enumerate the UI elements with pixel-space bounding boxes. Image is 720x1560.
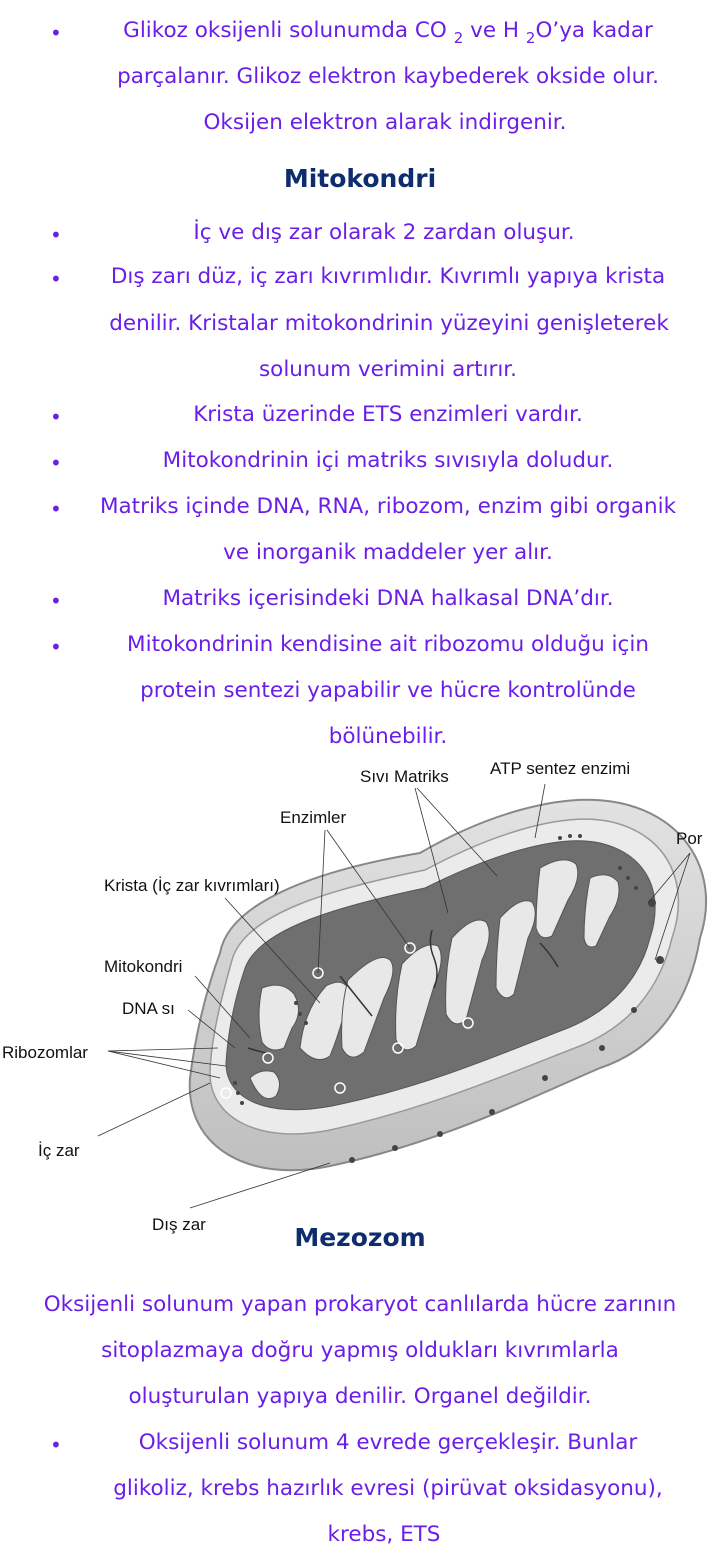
bullet-marker: •	[50, 1433, 62, 1457]
mitochondrion-body	[188, 798, 708, 1172]
paragraph-line: sitoplazmaya doğru yapmış oldukları kıvr…	[101, 1338, 619, 1363]
bullet-marker: •	[50, 451, 62, 475]
label-dis-zar: Dış zar	[152, 1215, 206, 1234]
bullet-line: Matriks içinde DNA, RNA, ribozom, enzim …	[99, 494, 677, 519]
bullet-line: glikoliz, krebs hazırlık evresi (pirüvat…	[113, 1476, 663, 1501]
bullet-line: bölünebilir.	[328, 724, 448, 749]
label-ribozomlar: Ribozomlar	[2, 1043, 88, 1062]
heading-mezozom: Mezozom	[294, 1223, 426, 1252]
bullet-line: Krista üzerinde ETS enzimleri vardır.	[193, 402, 583, 427]
intro-line-1: Glikoz oksijenli solunumda CO 2 ve H 2O’…	[123, 18, 653, 47]
label-krista: Krista (İç zar kıvrımları)	[104, 876, 280, 895]
label-mitokondri: Mitokondri	[104, 957, 182, 976]
bullet-line: krebs, ETS	[327, 1522, 441, 1547]
bullet-marker: •	[50, 589, 62, 613]
label-sivi-matriks: Sıvı Matriks	[360, 767, 449, 786]
bullet-line: ve inorganik maddeler yer alır.	[223, 540, 553, 565]
paragraph-line: Oksijenli solunum yapan prokaryot canlıl…	[43, 1292, 677, 1317]
label-dna: DNA sı	[122, 999, 175, 1018]
bullet-line: İç ve dış zar olarak 2 zardan oluşur.	[193, 220, 575, 245]
bullet-line: Oksijenli solunum 4 evrede gerçekleşir. …	[138, 1430, 638, 1455]
intro-line-3: Oksijen elektron alarak indirgenir.	[203, 110, 567, 135]
bullet-marker: •	[50, 635, 62, 659]
leader-lines	[97, 783, 691, 1209]
mitochondrion-diagram: Sıvı Matriks ATP sentez enzimi Por Enzim…	[2, 759, 708, 1234]
bullet-marker: •	[50, 267, 62, 291]
heading-mitokondri: Mitokondri	[283, 164, 437, 193]
bullet-line: Matriks içerisindeki DNA halkasal DNA’dı…	[162, 586, 614, 611]
label-enzimler: Enzimler	[280, 808, 346, 827]
bullet-line: denilir. Kristalar mitokondrinin yüzeyin…	[109, 311, 669, 336]
bullet-marker: •	[50, 497, 62, 521]
paragraph-line: oluşturulan yapıya denilir. Organel deği…	[128, 1384, 592, 1409]
label-ic-zar: İç zar	[38, 1141, 80, 1160]
bullet-marker: •	[50, 223, 62, 247]
bullet-line: solunum verimini artırır.	[258, 357, 518, 382]
bullet-marker: •	[50, 21, 62, 45]
bullet-line: protein sentezi yapabilir ve hücre kontr…	[140, 678, 636, 703]
label-atp-sentez-enzimi: ATP sentez enzimi	[490, 759, 630, 778]
bullet-line: Mitokondrinin içi matriks sıvısıyla dolu…	[162, 448, 614, 473]
label-por: Por	[676, 829, 703, 848]
bullet-line: Dış zarı düz, iç zarı kıvrımlıdır. Kıvrı…	[110, 264, 666, 289]
bullet-line: Mitokondrinin kendisine ait ribozomu old…	[127, 632, 649, 657]
bullet-marker: •	[50, 405, 62, 429]
intro-line-2: parçalanır. Glikoz elektron kaybederek o…	[117, 64, 659, 89]
